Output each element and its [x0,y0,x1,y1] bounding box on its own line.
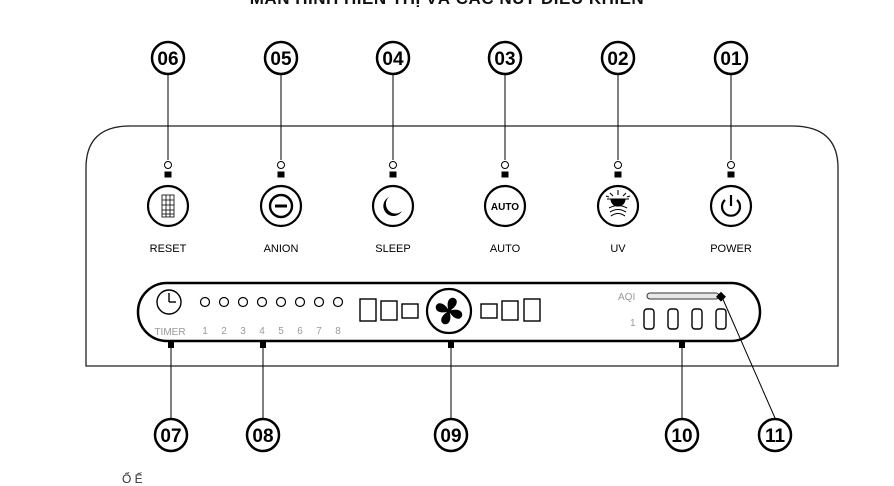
footer-text-fragment: Ổ Ế [122,472,143,486]
svg-text:10: 10 [671,426,692,447]
timer-numbers: 1 2 3 4 5 6 7 8 [202,326,341,337]
bottom-callouts: 07 08 09 10 11 [153,417,793,453]
svg-text:1: 1 [202,326,208,337]
callout-10: 10 [664,417,700,453]
svg-text:5: 5 [278,326,284,337]
led-sleep [389,161,397,178]
reset-button[interactable]: RESET [146,184,190,255]
led-reset [164,161,172,178]
timer-label: TIMER [154,327,185,338]
aqi-bar [646,292,720,300]
svg-text:01: 01 [720,49,742,70]
callout-02: 02 [600,40,636,160]
indicator-leds [164,161,735,178]
callout-03: 03 [487,40,523,160]
aqi-level-bars [643,308,727,330]
uv-button[interactable]: UV [596,184,640,255]
svg-text:3: 3 [240,326,246,337]
callout-04: 04 [375,40,411,160]
svg-text:06: 06 [157,49,178,70]
timer-clock-icon [156,289,182,315]
svg-text:6: 6 [297,326,303,337]
svg-text:8: 8 [335,326,341,337]
svg-text:04: 04 [382,49,404,70]
svg-text:07: 07 [160,426,181,447]
timer-leds [199,296,344,308]
svg-text:08: 08 [252,426,273,447]
auto-text-icon: AUTO [491,202,519,213]
diagram-title: MÀN HÌNH HIỂN THỊ VÀ CÁC NÚT ĐIỀU KHIỂN [0,0,894,9]
bottom-leaders [170,296,776,419]
svg-text:7: 7 [316,326,322,337]
callout-05: 05 [263,40,299,160]
aqi-label: AQI [618,292,635,303]
svg-text:09: 09 [440,426,461,447]
fan-icon [435,297,463,325]
power-label: POWER [710,243,752,255]
callout-01: 01 [713,40,749,160]
led-uv [614,161,622,178]
callout-11: 11 [757,417,793,453]
callout-06: 06 [150,40,186,160]
sleep-label: SLEEP [375,243,410,255]
auto-label: AUTO [490,243,521,255]
top-callouts: 06 05 04 03 02 01 [150,40,749,160]
led-power [727,161,735,178]
sleep-button[interactable]: SLEEP [371,184,415,255]
reset-label: RESET [150,243,187,255]
anion-label: ANION [264,243,299,255]
bottom-leader-markers [168,342,685,348]
callout-08: 08 [245,417,281,453]
uv-lamp-icon [605,190,631,217]
led-anion [277,161,285,178]
svg-text:02: 02 [607,49,628,70]
moon-icon [383,197,402,217]
svg-text:05: 05 [270,49,292,70]
fan-button[interactable] [425,287,473,335]
uv-label: UV [610,243,626,255]
fan-speed-bars-right [480,298,541,322]
svg-text:03: 03 [494,49,515,70]
auto-button[interactable]: AUTO AUTO [483,184,527,255]
minus-circle-icon [268,193,294,219]
led-auto [501,161,509,178]
svg-text:11: 11 [765,426,786,447]
svg-text:4: 4 [259,326,265,337]
fan-speed-bars-left [359,298,419,322]
svg-text:2: 2 [221,326,227,337]
callout-09: 09 [433,417,469,453]
power-button[interactable]: POWER [709,184,753,255]
anion-button[interactable]: ANION [259,184,303,255]
filter-grid-icon [161,194,175,218]
power-icon [720,195,742,217]
callout-07: 07 [153,417,189,453]
aqi-level-label: 1 [630,318,636,329]
